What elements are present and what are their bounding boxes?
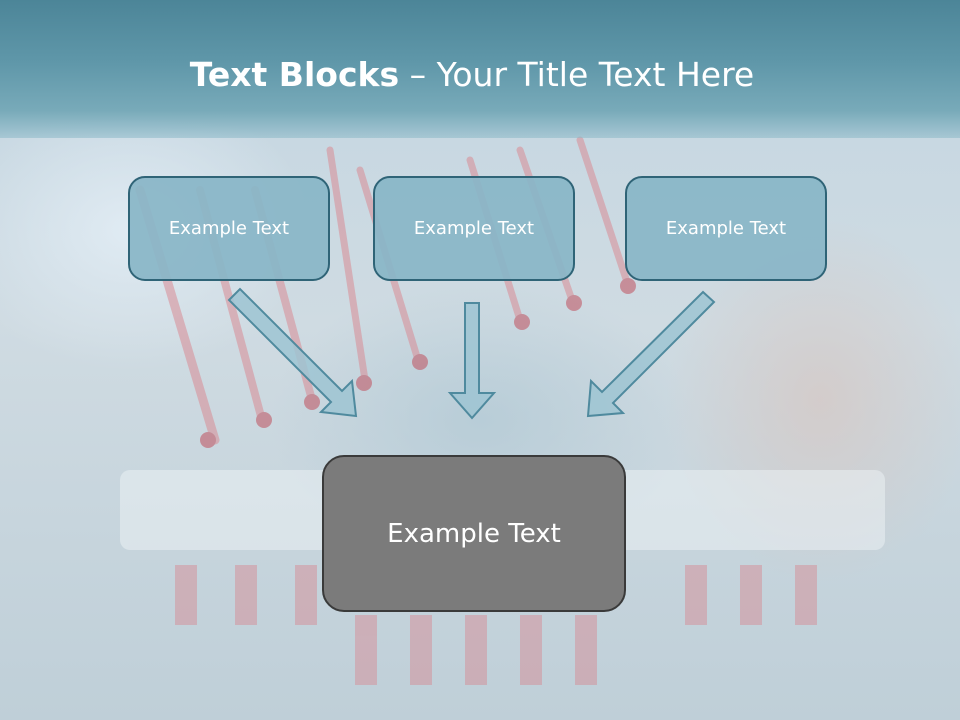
input-box-2: Example Text	[373, 176, 575, 281]
title-rest: Your Title Text Here	[436, 55, 755, 94]
arrow-center	[447, 302, 497, 420]
output-box-label: Example Text	[387, 518, 561, 549]
input-box-3-label: Example Text	[665, 218, 787, 239]
input-box-3: Example Text	[625, 176, 827, 281]
input-box-1-label: Example Text	[168, 218, 290, 239]
arrow-left	[227, 287, 358, 418]
arrow-right	[586, 290, 716, 418]
input-box-1: Example Text	[128, 176, 330, 281]
title-dash: –	[409, 55, 427, 94]
title-bold: Text Blocks	[189, 55, 400, 94]
slide-title: Text Blocks – Your Title Text Here	[0, 52, 944, 98]
title-band	[0, 0, 960, 138]
output-box: Example Text	[322, 455, 626, 612]
input-box-2-label: Example Text	[413, 218, 535, 239]
